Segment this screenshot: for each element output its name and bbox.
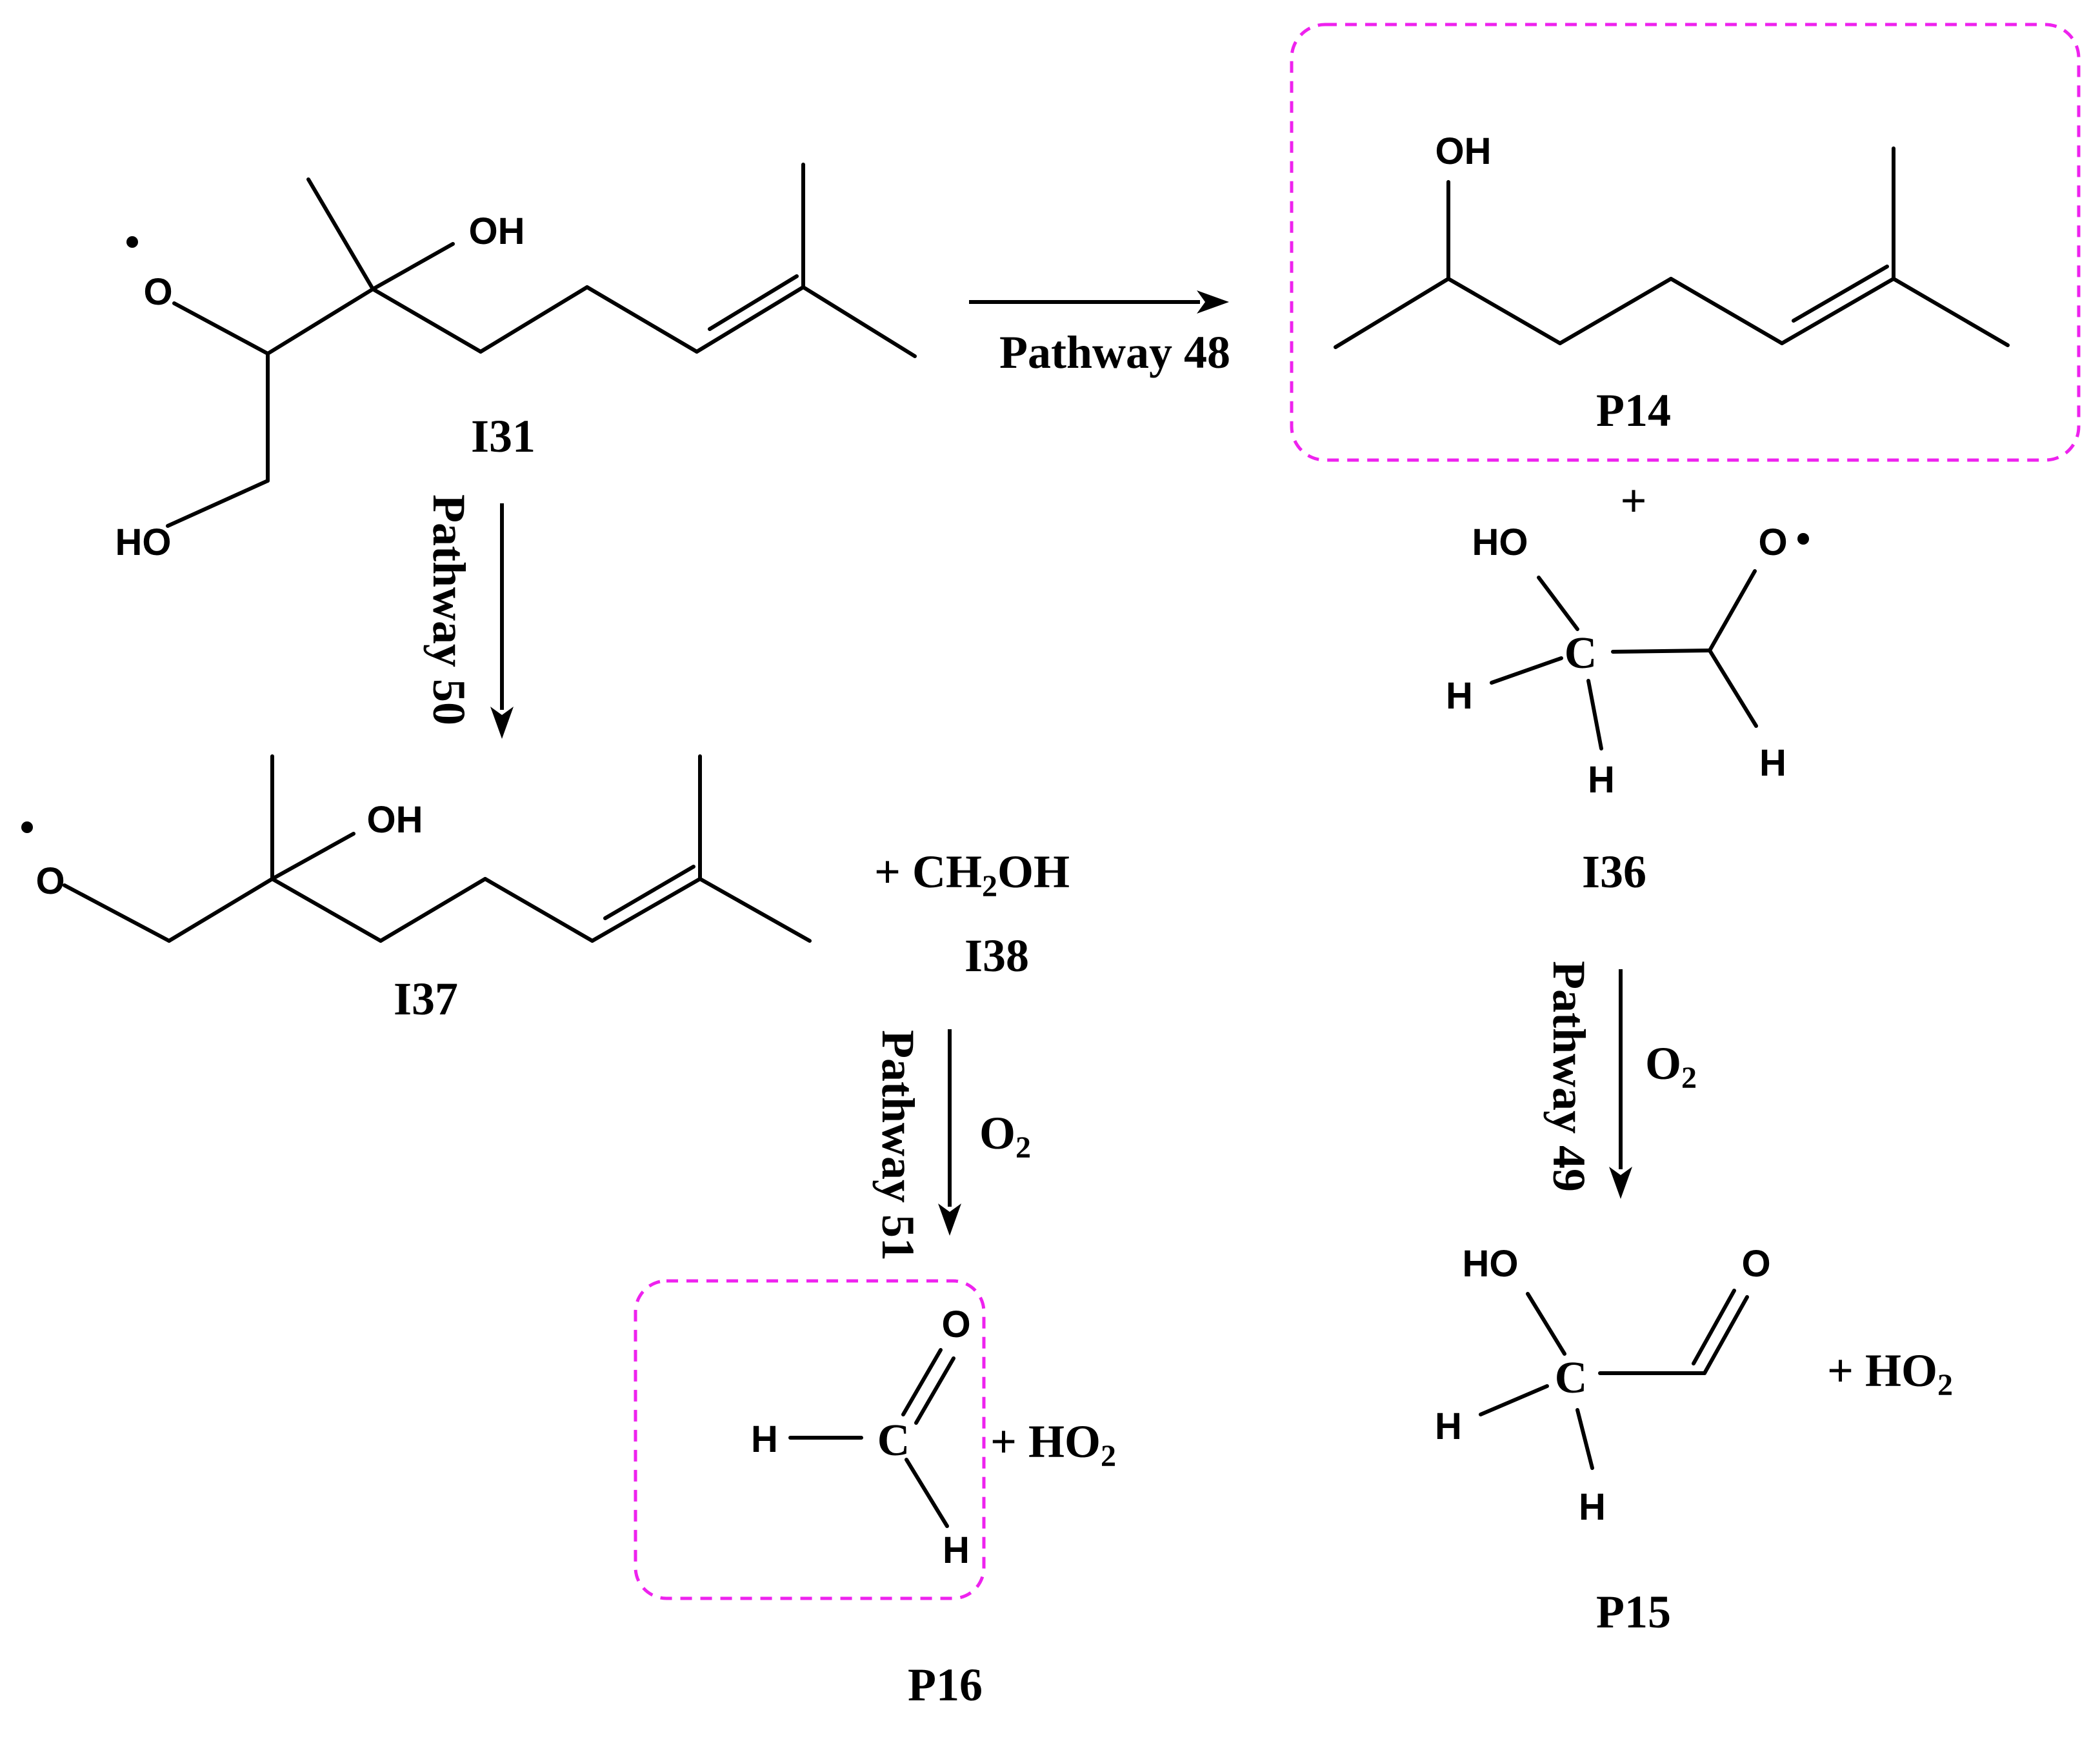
- byproduct-ho2-p16: + HO2: [990, 1416, 1116, 1473]
- highlight-box-p16: [634, 1279, 986, 1600]
- label-i31: I31: [471, 410, 535, 462]
- atom-oh-i31: OH: [469, 210, 525, 252]
- label-pathway-49: Pathway 49: [1543, 961, 1595, 1192]
- atom-c-p15: C: [1555, 1353, 1588, 1403]
- o2-subscript-p49: 2: [1681, 1061, 1697, 1095]
- ch2oh-subscript: 2: [982, 869, 997, 903]
- atom-h-left-p16: H: [751, 1418, 778, 1460]
- label-pathway-50: Pathway 50: [423, 494, 475, 725]
- molecule-i36: HO O C H H H I36: [1446, 521, 1809, 898]
- o2-label-p51: O: [979, 1107, 1015, 1159]
- ho2-prefix-p16: + HO: [990, 1416, 1101, 1467]
- label-i36: I36: [1582, 846, 1646, 898]
- molecule-i37: O OH I37: [21, 754, 812, 1025]
- label-p16: P16: [908, 1659, 983, 1711]
- molecule-i31: O OH HO I31: [115, 163, 917, 563]
- molecule-p14: OH P14: [1290, 23, 2081, 462]
- label-pathway-48: Pathway 48: [999, 327, 1230, 378]
- highlight-box-p14: [1290, 23, 2081, 462]
- atom-o-p15: O: [1741, 1243, 1770, 1285]
- atom-o-i31: O: [143, 271, 172, 313]
- atom-c-i36: C: [1565, 629, 1597, 678]
- radical-dot-i37: [21, 821, 33, 833]
- radical-dot-i31: [126, 236, 138, 248]
- radical-dot-i36: [1797, 533, 1809, 545]
- byproduct-ch2oh: + CH2OH I38: [874, 846, 1070, 981]
- arrow-pathway-48: Pathway 48: [969, 290, 1230, 378]
- atom-h-left-p15: H: [1435, 1405, 1462, 1447]
- svg-text:+ HO2: + HO2: [990, 1416, 1116, 1473]
- molecule-p16: H C O H P16: [634, 1279, 986, 1711]
- svg-text:+ HO2: + HO2: [1827, 1345, 1953, 1402]
- svg-text:O2: O2: [979, 1107, 1031, 1165]
- o2-subscript-p51: 2: [1015, 1131, 1031, 1165]
- atom-o-p16: O: [941, 1303, 970, 1345]
- label-i37: I37: [394, 973, 458, 1025]
- atom-h-right-i36: H: [1759, 742, 1786, 784]
- atom-h-left-i36: H: [1446, 675, 1473, 717]
- label-i38: I38: [965, 930, 1029, 981]
- atom-o-i36: O: [1758, 521, 1787, 563]
- label-p14: P14: [1596, 385, 1671, 436]
- svg-text:O2: O2: [1645, 1038, 1697, 1095]
- byproduct-ho2-p15: + HO2: [1827, 1345, 1953, 1402]
- arrow-pathway-51: Pathway 51 O2: [872, 1029, 1031, 1261]
- ho2-subscript-p15: 2: [1937, 1368, 1953, 1402]
- atom-h-bottom-p16: H: [943, 1529, 970, 1571]
- atom-ho-i36: HO: [1472, 521, 1528, 563]
- atom-h-bottom-i36: H: [1588, 759, 1615, 801]
- ho2-subscript-p16: 2: [1101, 1439, 1116, 1473]
- molecule-p15: HO O C H H P15: [1435, 1243, 1771, 1638]
- atom-h-bottom-p15: H: [1579, 1486, 1606, 1528]
- atom-ho-i31: HO: [115, 521, 172, 563]
- ho2-prefix-p15: + HO: [1827, 1345, 1937, 1396]
- label-p15: P15: [1596, 1586, 1671, 1638]
- atom-o-i37: O: [35, 860, 65, 902]
- atom-oh-i37: OH: [367, 799, 423, 841]
- svg-text:+ CH2OH: + CH2OH: [874, 846, 1070, 903]
- arrow-pathway-49: Pathway 49 O2: [1543, 961, 1697, 1199]
- ch2oh-prefix: + CH: [874, 846, 982, 898]
- label-pathway-51: Pathway 51: [872, 1030, 924, 1261]
- atom-oh-p14: OH: [1435, 130, 1492, 172]
- o2-label-p49: O: [1645, 1038, 1681, 1089]
- ch2oh-suffix: OH: [997, 846, 1070, 898]
- plus-sign: +: [1620, 475, 1646, 527]
- arrow-pathway-50: Pathway 50: [423, 494, 514, 739]
- atom-ho-p15: HO: [1463, 1243, 1519, 1285]
- atom-c-p16: C: [877, 1416, 910, 1465]
